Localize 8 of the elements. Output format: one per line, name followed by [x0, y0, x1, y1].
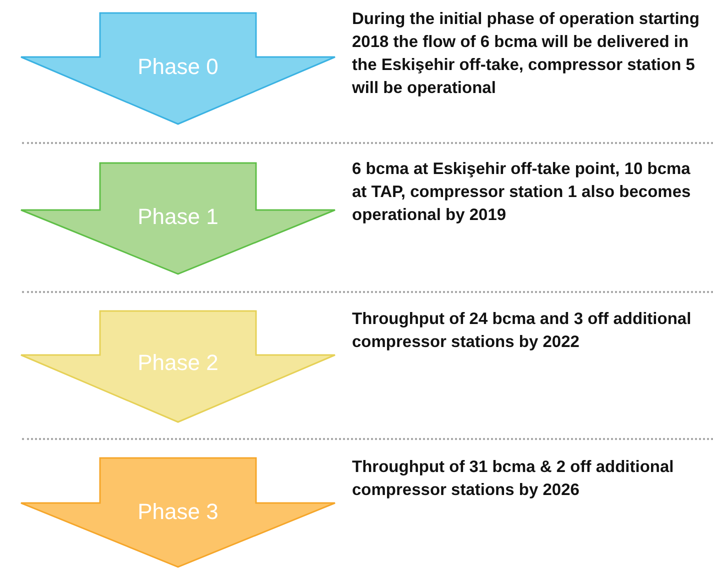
- phase-label: Phase 0: [136, 54, 220, 80]
- phase-label: Phase 2: [136, 350, 220, 376]
- phase-label: Phase 1: [136, 204, 220, 230]
- phase-description: During the initial phase of operation starting 2018 the flow of 6 bcma will be delivered in the Eskişehir off-take, compressor station 5 will be operational: [352, 9, 700, 99]
- phase-description: Throughput of 31 bcma & 2 off additional compressor stations by 2026: [352, 457, 675, 501]
- phase-description: 6 bcma at Eskişehir off-take point, 10 bcma at TAP, compressor station 1 also becomes operational by 2019: [352, 159, 692, 226]
- phase-description: Throughput of 24 bcma and 3 off additional compressor stations by 2022: [352, 309, 692, 353]
- phase-label: Phase 3: [136, 499, 220, 525]
